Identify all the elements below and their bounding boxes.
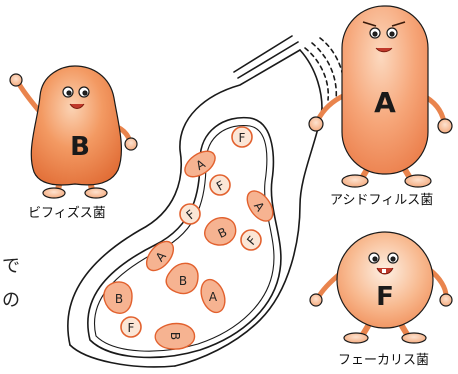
svg-text:B: B bbox=[168, 332, 182, 340]
svg-text:A: A bbox=[209, 290, 218, 304]
bifidus-letter: B bbox=[70, 132, 90, 162]
bacterium-b-4: B bbox=[155, 324, 194, 350]
bacterium-b-3: B bbox=[104, 282, 132, 313]
bacteria-group: F F F F F A A A A B B B B bbox=[104, 127, 278, 349]
bacterium-a-4: A bbox=[197, 276, 229, 315]
svg-text:B: B bbox=[179, 274, 187, 288]
acidophilus-letter: A bbox=[374, 86, 396, 119]
bacterium-f-1: F bbox=[232, 127, 252, 147]
svg-text:B: B bbox=[115, 292, 123, 306]
bacterium-b-2: B bbox=[166, 263, 198, 293]
faecalis-letter: F bbox=[376, 282, 394, 312]
bacterium-f-5: F bbox=[121, 317, 141, 337]
svg-text:F: F bbox=[128, 321, 135, 335]
bacterium-f-3: F bbox=[180, 204, 200, 224]
svg-text:F: F bbox=[239, 131, 246, 145]
caption-faecalis: フェーカリス菌 bbox=[338, 349, 429, 368]
bacterium-b-1: B bbox=[205, 218, 236, 245]
bacterium-f-4: F bbox=[241, 230, 261, 250]
caption-bifidus: ビフィズス菌 bbox=[28, 202, 106, 221]
caption-acidophilus: アシドフィルス菌 bbox=[330, 189, 433, 208]
bacterium-f-2: F bbox=[210, 175, 230, 195]
